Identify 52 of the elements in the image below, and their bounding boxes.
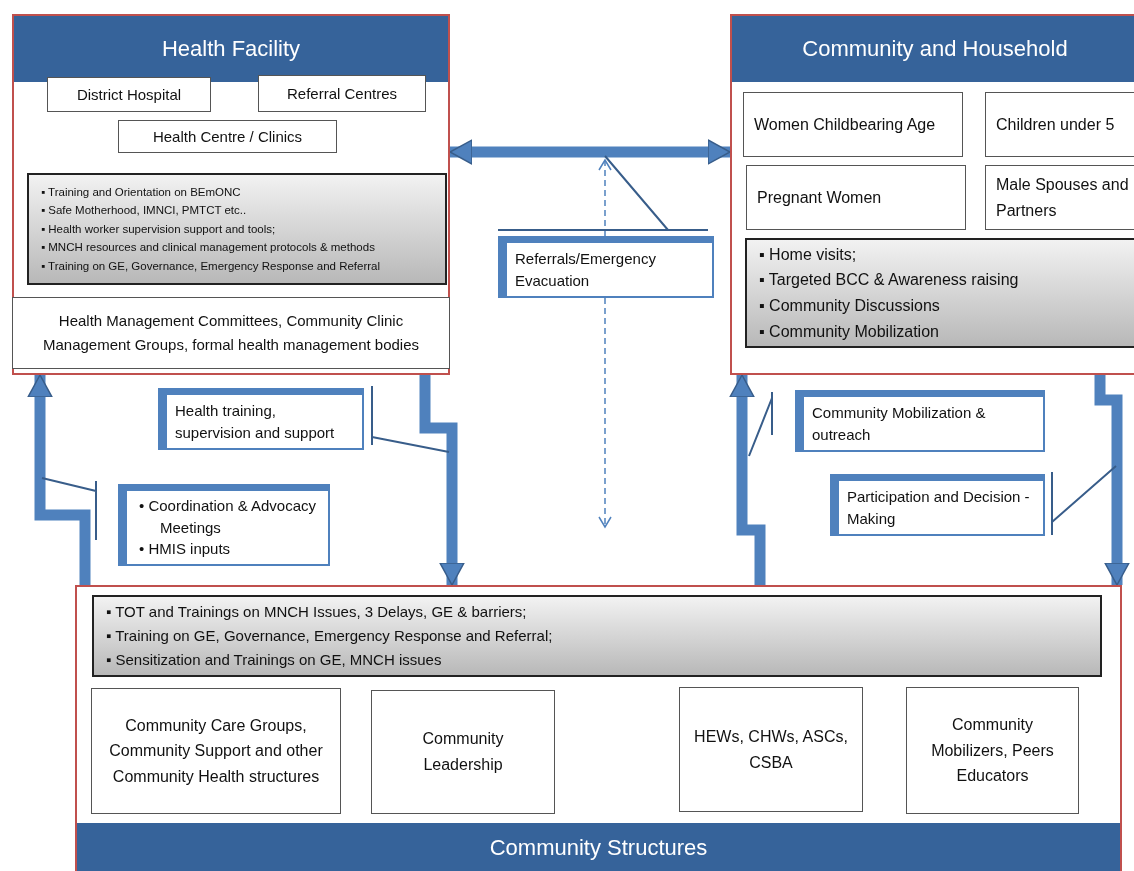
section-panel (730, 14, 1134, 375)
dashed-arrow (598, 159, 612, 237)
dashed-arrow (598, 297, 612, 528)
panel-header: Community and Household (732, 16, 1134, 82)
panel-header: Health Facility (14, 16, 448, 82)
list-item: ▪ Safe Motherhood, IMNCI, PMTCT etc.. (41, 203, 248, 219)
callout-box (118, 484, 330, 566)
callout-box: Health training, supervision and support (158, 388, 364, 450)
block-arrow (1094, 375, 1130, 586)
list-item: ▪ Community Mobilization (759, 321, 940, 342)
block-arrow (729, 374, 766, 585)
list-item: • HMIS inputs (139, 539, 232, 560)
leader-line (371, 385, 450, 453)
category-box: Health Management Committees, Community Clinic Management Groups, formal health management bodies (12, 297, 450, 369)
list-item: ▪ Health worker supervision support and tools; (41, 221, 277, 237)
category-box: Health Centre / Clinics (118, 120, 337, 153)
leader-line (748, 391, 773, 457)
category-box: Community Leadership (371, 690, 555, 814)
info-panel (92, 595, 1102, 677)
leader-line (497, 155, 709, 231)
callout-box: Referrals/Emergency Evacuation (498, 236, 714, 298)
list-item: • Coordination & Advocacy Meetings (139, 495, 318, 538)
list-item: ▪ Training and Orientation on BEmONC (41, 185, 242, 200)
section-panel (75, 585, 1122, 871)
list-item: ▪ Targeted BCC & Awareness raising (759, 270, 1019, 291)
list-item: ▪ MNCH resources and clinical management protocols & methods (41, 240, 376, 256)
callout-box: Community Mobilization & outreach (795, 390, 1045, 452)
category-box: District Hospital (47, 77, 211, 112)
category-box: Male Spouses and Partners (985, 165, 1134, 230)
list-item: ▪ Sensitization and Trainings on GE, MNCH issues (106, 650, 443, 670)
list-item: ▪ Home visits; (759, 244, 858, 265)
block-arrow (27, 374, 91, 585)
category-box: HEWs, CHWs, ASCs, CSBA (679, 687, 863, 812)
category-box: Women Childbearing Age (743, 92, 963, 157)
category-box: Community Care Groups, Community Support and other Community Health structures (91, 688, 341, 814)
list-item: ▪ Training on GE, Governance, Emergency Response and Referral (41, 258, 381, 274)
leader-line (41, 477, 97, 541)
category-box: Referral Centres (258, 75, 426, 112)
callout-box: Participation and Decision -Making (830, 474, 1045, 536)
block-arrow (449, 139, 731, 165)
block-arrow (419, 375, 465, 586)
category-box: Children under 5 (985, 92, 1134, 157)
category-box: Community Mobilizers, Peers Educators (906, 687, 1079, 814)
list-item: ▪ TOT and Trainings on MNCH Issues, 3 Delays, GE & barriers; (106, 602, 528, 622)
info-panel (27, 173, 447, 285)
panel-header: Community Structures (77, 823, 1120, 871)
section-panel (12, 14, 450, 375)
leader-line (1051, 465, 1117, 536)
list-item: ▪ Training on GE, Governance, Emergency Response and Referral; (106, 626, 553, 646)
list-item: ▪ Community Discussions (759, 296, 941, 316)
info-panel (745, 238, 1134, 348)
category-box: Pregnant Women (746, 165, 966, 230)
